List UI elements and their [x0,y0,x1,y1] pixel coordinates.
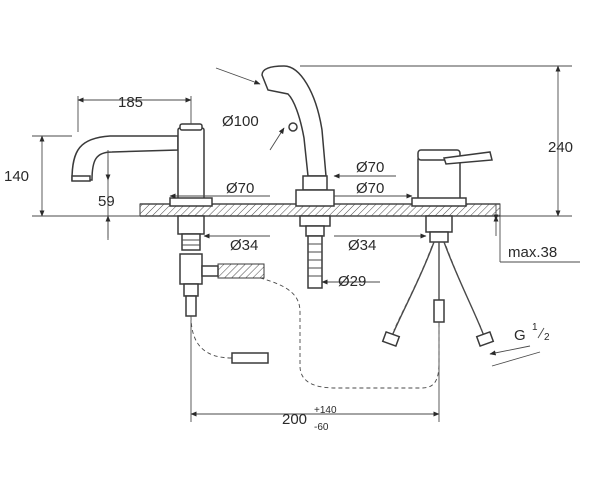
dimension-labels: 185 140 59 Ø100 Ø70 Ø70 Ø70 Ø34 Ø34 Ø29 … [4,94,573,433]
flange-mid-label: Ø70 [356,159,384,176]
bore-right-label: Ø34 [348,237,376,254]
dimension-lines [32,65,580,422]
mixer [411,149,493,243]
spout [71,123,213,207]
spacing-plus: +140 [314,405,337,416]
spout-fitting [177,215,265,317]
spacing-value: 200 [282,411,307,428]
spout-offset-label: 59 [98,193,115,210]
flange-right-label: Ø70 [356,180,384,197]
total-height-label: 240 [548,139,573,156]
spacing-label: 200 +140 -60 [282,405,337,433]
flange-left-label: Ø70 [226,180,254,197]
bore-shower-label: Ø29 [338,273,366,290]
connection-lines [190,277,440,389]
spout-height-label: 140 [4,168,29,185]
shower-diameter-label: Ø100 [222,113,259,130]
bore-left-label: Ø34 [230,237,258,254]
spacing-minus: -60 [314,422,329,433]
spout-width-label: 185 [118,94,143,111]
max-thickness-label: max.38 [508,244,557,261]
thread-letter: G [514,327,526,344]
thread-label: G 1 2 [514,322,550,344]
shower-holder [261,65,335,289]
thread-numerator: 1 [532,322,538,333]
mixer-hoses [381,241,495,348]
thread-denominator: 2 [544,332,550,343]
